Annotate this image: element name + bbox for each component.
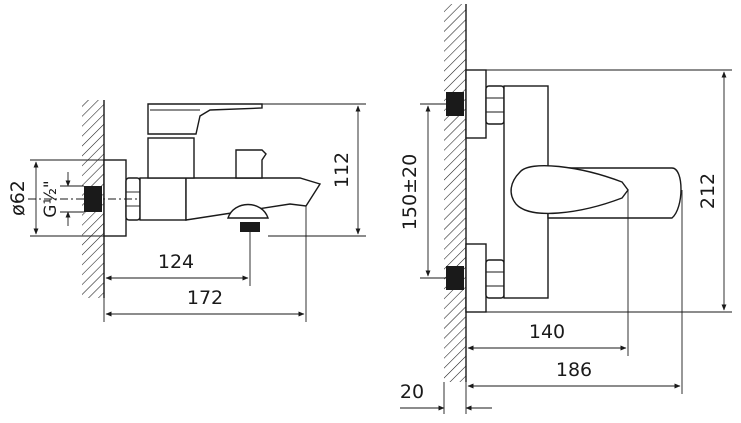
dim-diameter: ø62 <box>7 180 29 216</box>
front-lever <box>510 164 629 215</box>
front-inlet-bottom <box>446 266 464 290</box>
side-diverter <box>235 149 267 179</box>
dim-total-length: 172 <box>187 287 223 309</box>
dim-thread: G½" <box>41 180 61 217</box>
side-mixer-body <box>139 177 187 221</box>
front-view: 150±20 212 140 186 20 <box>399 4 732 414</box>
side-aerator-outlet <box>240 222 260 232</box>
front-flange-bottom <box>465 243 487 313</box>
dim-total-depth: 186 <box>556 359 592 381</box>
dim-handle-reach: 140 <box>529 321 565 343</box>
side-view: ø62 G½" 112 124 172 <box>7 100 366 322</box>
dim-offset: 124 <box>158 251 194 273</box>
dim-connection-spacing: 150±20 <box>399 154 421 230</box>
dim-front-height: 212 <box>697 173 719 209</box>
front-nut-top <box>485 85 505 125</box>
front-wall-hatch <box>444 4 466 382</box>
front-inlet-top <box>446 92 464 116</box>
side-lever <box>147 103 263 135</box>
side-flange <box>103 159 127 237</box>
dim-height: 112 <box>331 152 353 188</box>
side-cartridge <box>147 137 195 179</box>
front-nut-bottom <box>485 259 505 299</box>
dim-wall-offset: 20 <box>400 381 424 403</box>
side-aerator <box>227 203 269 219</box>
front-flange-top <box>465 69 487 139</box>
